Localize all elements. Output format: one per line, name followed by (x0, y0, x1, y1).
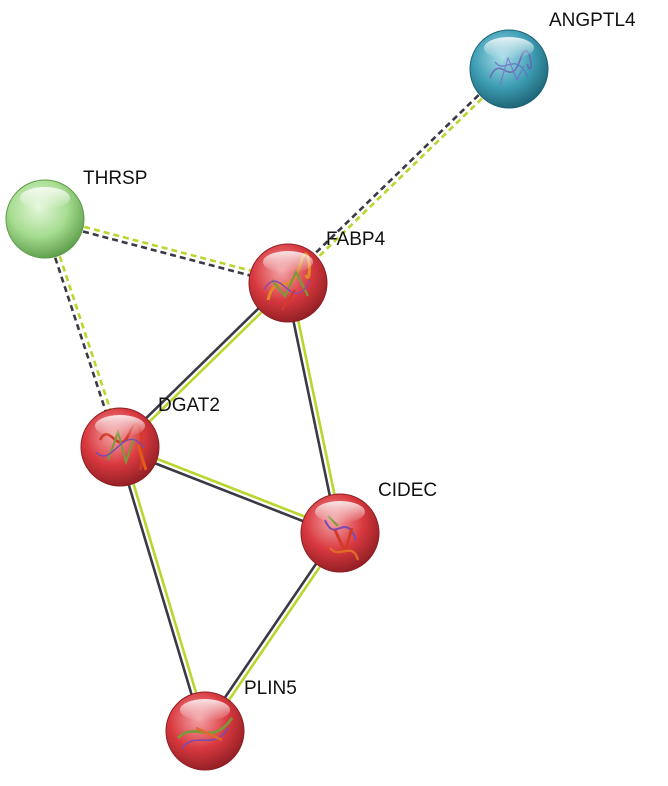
node-angptl4[interactable]: ANGPTL4 (469, 10, 636, 109)
protein-structure-icon (489, 50, 532, 86)
gloss-highlight (315, 501, 365, 523)
edge-line (285, 66, 509, 283)
gloss-highlight (263, 251, 313, 273)
edge-fabp4-cidec[interactable] (284, 282, 344, 534)
node-layer: ANGPTL4 THRSP FABP4 (5, 10, 636, 771)
edge-line (284, 283, 339, 534)
edge-cidec-plin5[interactable] (201, 530, 344, 734)
node-label-fabp4: FABP4 (326, 229, 386, 250)
edge-line (116, 447, 204, 733)
gloss-highlight (20, 187, 70, 209)
edge-line (201, 530, 340, 731)
gloss-highlight (484, 37, 534, 59)
node-cidec[interactable]: CIDEC (300, 480, 437, 573)
edge-thrsp-fabp4[interactable] (44, 215, 289, 287)
edge-line (289, 282, 344, 533)
protein-structure-icon (177, 717, 234, 749)
edge-line (121, 445, 209, 731)
node-fabp4[interactable]: FABP4 (248, 229, 386, 323)
edge-line (205, 533, 344, 734)
edge-line (45, 215, 289, 282)
node-label-thrsp: THRSP (83, 168, 147, 189)
edge-angptl4-fabp4[interactable] (285, 66, 512, 286)
node-dgat2[interactable]: DGAT2 (80, 395, 220, 487)
edge-line (46, 217, 124, 447)
gloss-highlight (95, 415, 145, 437)
edge-line (44, 220, 288, 287)
node-thrsp[interactable]: THRSP (5, 168, 147, 259)
edge-line (288, 69, 512, 286)
edge-dgat2-plin5[interactable] (116, 445, 209, 733)
node-label-dgat2: DGAT2 (158, 395, 220, 416)
node-plin5[interactable]: PLIN5 (165, 678, 297, 771)
node-label-angptl4: ANGPTL4 (549, 10, 636, 31)
node-label-plin5: PLIN5 (244, 678, 297, 699)
edge-line (41, 219, 119, 449)
node-label-cidec: CIDEC (378, 480, 437, 501)
gloss-highlight (180, 699, 230, 721)
edge-thrsp-dgat2[interactable] (41, 217, 124, 449)
